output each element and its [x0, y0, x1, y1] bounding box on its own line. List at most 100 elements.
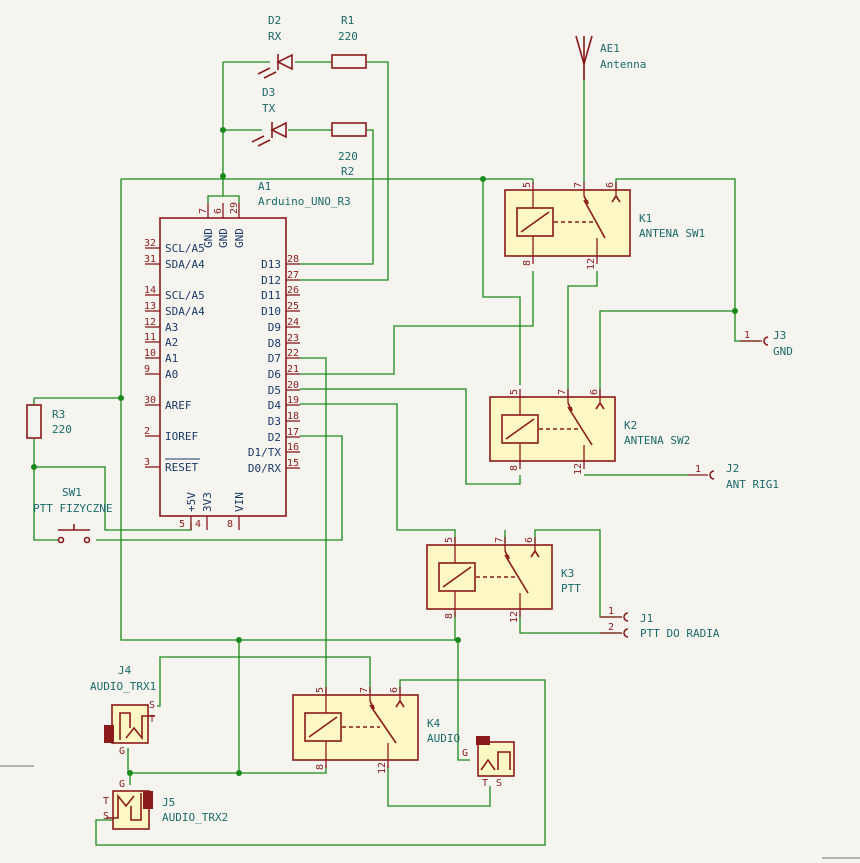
audio-jack-k4-side[interactable]: G T S: [462, 736, 515, 789]
d2-value: RX: [268, 30, 282, 43]
arduino-pin-num: 16: [287, 442, 299, 453]
led-d2[interactable]: D2 RX: [257, 14, 293, 79]
arduino-pin-label: A1: [165, 352, 178, 365]
j1-pin2-num: 2: [608, 622, 614, 633]
relay-pin-num: 7: [557, 389, 568, 395]
junctions: [31, 127, 738, 776]
arduino-pin-num: 9: [144, 364, 150, 375]
j5-ref: J5: [162, 796, 175, 809]
arduino-pin-num: 24: [287, 317, 299, 328]
j3-pin-num: 1: [744, 330, 750, 341]
relay-pin-num: 5: [315, 687, 326, 693]
ae1-value: Antenna: [600, 58, 646, 71]
resistor-r3[interactable]: R3 220: [26, 404, 72, 439]
relay-nc-marker: [611, 194, 621, 203]
relay-coil-diag: [308, 716, 338, 738]
arduino-pin-num: 2: [144, 426, 150, 437]
arduino-pin-num: 29: [229, 202, 240, 214]
relay-pin-num: 5: [444, 537, 455, 543]
switch-sw1[interactable]: SW1 PTT FIZYCZNE: [33, 486, 112, 544]
arduino-pin-label: AREF: [165, 399, 192, 412]
arduino-pin-label: SCL/A5: [165, 289, 205, 302]
arduino-pin-num: 5: [179, 519, 185, 530]
arduino-pin-num: 12: [144, 317, 156, 328]
arduino-pin-label: RESET: [165, 461, 198, 474]
j3-ref: J3: [773, 329, 786, 342]
j5-pin-g: G: [119, 779, 125, 790]
j1-ref: J1: [640, 612, 653, 625]
arduino-pin-num: 31: [144, 254, 156, 265]
arduino-pin-label: SDA/A4: [165, 305, 205, 318]
arduino-pin-label: GND: [202, 228, 215, 248]
arduino-pin-label: D3: [268, 415, 281, 428]
arduino-pin-num: 4: [195, 519, 201, 530]
arduino-pin-num: 11: [144, 332, 156, 343]
relay-pin-num: 6: [524, 537, 535, 543]
arduino-pin-label: D5: [268, 384, 281, 397]
relay-contact-tip: [369, 700, 375, 710]
relay-pin-num: 12: [377, 762, 388, 774]
resistor-r1[interactable]: R1 220: [331, 14, 367, 69]
r1-value: 220: [338, 30, 358, 43]
relay-pin-num: 12: [509, 611, 520, 623]
relay-coil-diag: [520, 211, 550, 233]
arduino-pin-label: D13: [261, 258, 281, 271]
resistor-r2[interactable]: 220 R2: [331, 122, 367, 178]
r2-value: 220: [338, 150, 358, 163]
arduino-pin-label: VIN: [233, 492, 246, 512]
arduino-pin-label: D11: [261, 289, 281, 302]
arduino-pin-label: D10: [261, 305, 281, 318]
relay-pin-num: 6: [589, 389, 600, 395]
k4jack-pin-g: G: [462, 748, 468, 759]
arduino-pin-num: 6: [213, 208, 224, 214]
arduino-pin-label: SDA/A4: [165, 258, 205, 271]
arduino-pin-num: 22: [287, 348, 299, 359]
sw1-value: PTT FIZYCZNE: [33, 502, 112, 515]
k4jack-pin-s: S: [496, 778, 502, 789]
audio-jack-j5[interactable]: J5 AUDIO_TRX2 T S G: [103, 779, 228, 830]
relay-value: ANTENA SW2: [624, 434, 690, 447]
relay-contact-tip: [583, 195, 589, 205]
relay-body: [504, 189, 631, 257]
j2-value: ANT RIG1: [726, 478, 779, 491]
arduino-pin-num: 17: [287, 427, 299, 438]
connector-j2[interactable]: 1 J2 ANT RIG1: [688, 462, 779, 491]
arduino-pin-label: D2: [268, 431, 281, 444]
a1-ref: A1: [258, 180, 271, 193]
relay-pin-num: 7: [494, 537, 505, 543]
arduino-pin-num: 7: [198, 208, 209, 214]
relay-coil-diag: [442, 566, 472, 588]
antenna-ae1[interactable]: AE1 Antenna: [575, 35, 646, 80]
relay-pin-num: 5: [509, 389, 520, 395]
relay-body: [292, 694, 419, 761]
arduino-pin-label: +5V: [185, 492, 198, 512]
connector-j3[interactable]: 1 J3 GND: [740, 329, 793, 358]
audio-jack-j4[interactable]: J4 AUDIO_TRX1 S T G: [90, 664, 156, 757]
connector-j1[interactable]: 1 2 J1 PTT DO RADIA: [600, 606, 720, 640]
arduino-pin-label: D4: [268, 399, 282, 412]
a1-value: Arduino_UNO_R3: [258, 195, 351, 208]
relay-contact-arm: [369, 704, 397, 744]
arduino-pin-label: D8: [268, 337, 281, 350]
arduino-pin-label: D0/RX: [248, 462, 281, 475]
j4-pin-g: G: [119, 746, 125, 757]
relay-pin-num: 12: [586, 258, 597, 270]
k4jack-pin-t: T: [482, 778, 488, 789]
relay-value: ANTENA SW1: [639, 227, 705, 240]
j2-pin-num: 1: [695, 464, 701, 475]
arduino-pin-label: D1/TX: [248, 446, 281, 459]
arduino-pin-label: IOREF: [165, 430, 198, 443]
relay-pin-num: 7: [359, 687, 370, 693]
arduino-pin-label: D7: [268, 352, 281, 365]
led-d3[interactable]: D3 TX: [251, 86, 287, 147]
j1-pin1-num: 1: [608, 606, 614, 617]
j4-value: AUDIO_TRX1: [90, 680, 156, 693]
relay-nc-marker: [595, 401, 605, 410]
arduino-pin-num: 28: [287, 254, 299, 265]
relay-nc-marker: [530, 549, 540, 558]
